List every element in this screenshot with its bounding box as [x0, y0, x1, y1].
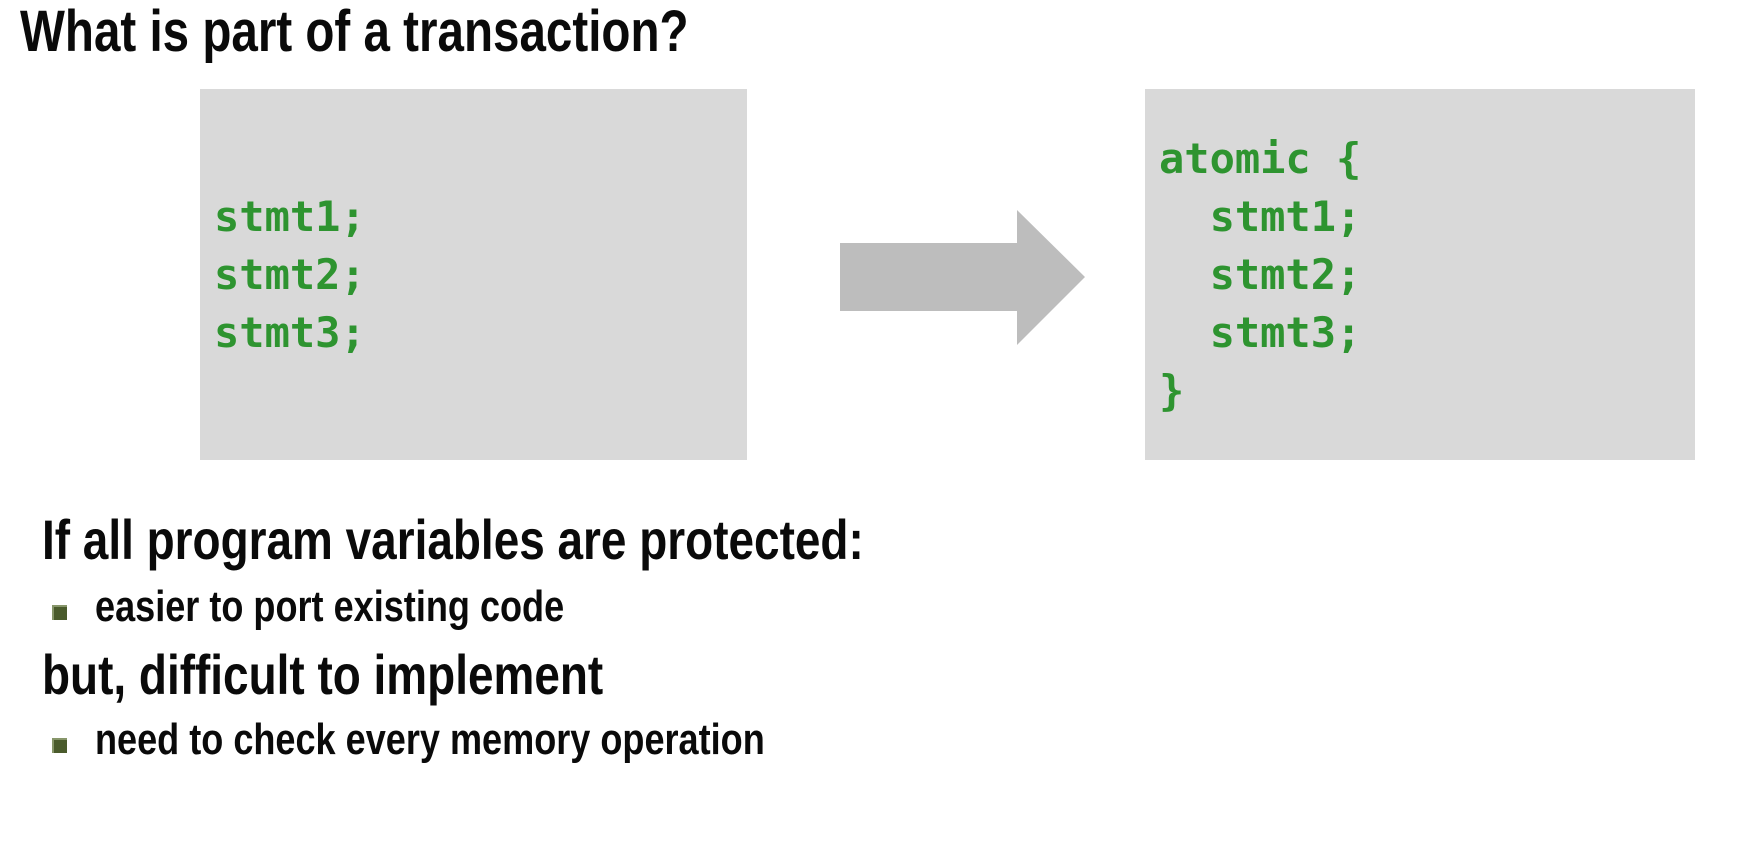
code-after: atomic { stmt1; stmt2; stmt3; } — [1159, 133, 1362, 415]
bullet-item-port-code: easier to port existing code — [95, 585, 667, 629]
code-box-after: atomic { stmt1; stmt2; stmt3; } — [1145, 89, 1695, 460]
code-box-before: stmt1; stmt2; stmt3; — [200, 89, 747, 460]
bullet-item-memory-check: need to check every memory operation — [95, 718, 912, 762]
heading-protected: If all program variables are protected: — [42, 512, 1044, 568]
bullet-square-icon — [52, 605, 67, 620]
heading-difficult-text: but, difficult to implement — [42, 643, 604, 706]
bullet-square-icon — [52, 738, 67, 753]
heading-difficult: but, difficult to implement — [42, 647, 726, 703]
bullet-item-port-code-text: easier to port existing code — [95, 582, 565, 631]
slide-title-text: What is part of a transaction? — [20, 0, 689, 64]
slide-title: What is part of a transaction? — [20, 0, 835, 64]
bullet-item-memory-check-text: need to check every memory operation — [95, 715, 765, 764]
heading-protected-text: If all program variables are protected: — [42, 508, 864, 571]
code-before: stmt1; stmt2; stmt3; — [214, 191, 366, 357]
right-arrow-icon — [840, 210, 1085, 345]
